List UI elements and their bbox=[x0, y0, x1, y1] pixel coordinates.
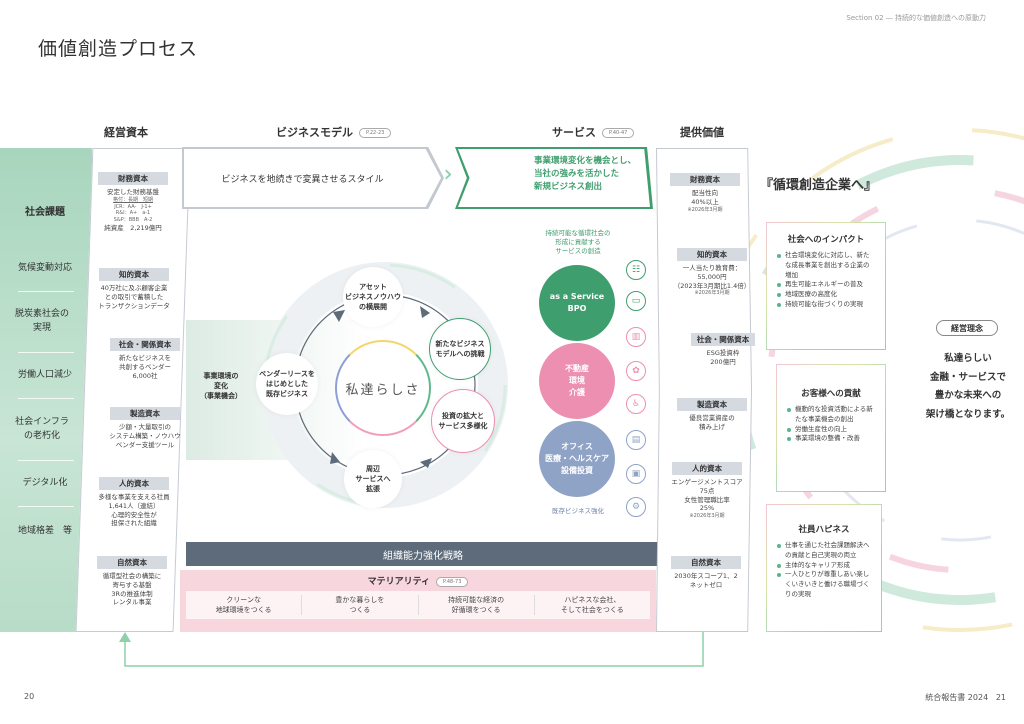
page-ref-badge[interactable]: P.22-23 bbox=[359, 128, 392, 138]
strategy-bar: 組織能力強化戦略 bbox=[186, 542, 660, 566]
medical-chart-icon: ▣ bbox=[626, 464, 646, 484]
page-ref-badge[interactable]: P.48-73 bbox=[436, 576, 469, 587]
value-column-fill bbox=[657, 149, 751, 631]
issue-item: 脱炭素社会の実現 bbox=[14, 309, 69, 333]
page-number-left: 20 bbox=[24, 692, 35, 701]
service-footer: 既存ビジネス強化 bbox=[552, 507, 604, 515]
hands-plant-icon: ✿ bbox=[626, 361, 646, 381]
capital-header: 経営資本 bbox=[104, 126, 148, 139]
divider bbox=[18, 398, 74, 399]
capital-label: 自然資本 bbox=[97, 556, 167, 569]
team-icon: ☷ bbox=[626, 260, 646, 280]
capital-intellectual: 知的資本 40万社に及ぶ顧客企業との取引で蓄積したトランザクションデータ bbox=[86, 268, 182, 310]
value-label: 社会・関係資本 bbox=[691, 333, 755, 346]
service-intro: 持続可能な循環社会の形成に貢献するサービスの創造 bbox=[545, 229, 611, 256]
materiality-title: マテリアリティ bbox=[367, 577, 431, 587]
capital-label: 人的資本 bbox=[99, 477, 169, 490]
value-header: 提供価値 bbox=[680, 126, 724, 139]
node-asset-expansion: アセットビジネスノウハウの横展開 bbox=[343, 267, 403, 327]
materiality-item: 豊かな暮らしをつくる bbox=[302, 595, 419, 616]
philosophy-text: 私達らしい金融・サービスで豊かな未来への架け橋となります。 bbox=[925, 353, 1011, 420]
value-intellectual: 知的資本一人当たり教育費：55,000円（2023年3月期比1.4倍）※2026… bbox=[672, 248, 752, 297]
center-circle: 私達らしさ bbox=[335, 340, 431, 436]
value-label: 知的資本 bbox=[677, 248, 747, 261]
value-text: 優良営業資産の積み上げ bbox=[689, 414, 735, 431]
value-label: 自然資本 bbox=[671, 556, 741, 569]
node-existing: ベンダーリースをはじめとした既存ビジネス bbox=[256, 353, 318, 415]
robot-arm-icon: ⚙ bbox=[626, 497, 646, 517]
node-investment: 投資の拡大とサービス多様化 bbox=[431, 389, 495, 453]
materiality-item: 持続可能な経済の好循環をつくる bbox=[419, 595, 535, 616]
value-manufactured: 製造資本優良営業資産の積み上げ bbox=[672, 398, 752, 432]
issue-item: 気候変動対応 bbox=[17, 263, 72, 273]
wheelchair-icon: ♿ bbox=[626, 394, 646, 414]
customer-title: お客様への貢献 bbox=[801, 389, 861, 399]
service-circle-office: オフィス医療・ヘルスケア設備投資 bbox=[539, 421, 615, 497]
capital-label: 社会・関係資本 bbox=[110, 338, 180, 351]
impact-box: 社会へのインパクト社会環境変化に対応し、新たな成長事業を創出する企業の増加再生可… bbox=[766, 222, 886, 350]
feedback-loop-arrow bbox=[119, 632, 704, 667]
page-ref-badge[interactable]: P.40-47 bbox=[602, 128, 635, 138]
employee-box: 社員ハピネス仕事を通じた社会課題解決への貢献と自己実現の両立主体的なキャリア形成… bbox=[766, 504, 882, 632]
issues-heading: 社会課題 bbox=[25, 207, 65, 218]
capital-text: 安定した財務基盤 格付：長期 短期 JCR：AA- J-1+R&I：A+ a-1… bbox=[104, 188, 162, 232]
node-new-business: 新たなビジネスモデルへの挑戦 bbox=[429, 318, 491, 380]
section-label: Section 02 ― 持続的な価値創造への原動力 bbox=[846, 14, 986, 22]
divider bbox=[18, 291, 74, 292]
service-circle-realestate: 不動産環境介護 bbox=[539, 343, 615, 419]
node-peripheral: 周辺サービスへ拡張 bbox=[344, 450, 402, 508]
capital-label: 財務資本 bbox=[98, 172, 168, 185]
footer-right: 統合報告書 2024 21 bbox=[925, 693, 1006, 702]
customer-box: お客様への貢献機動的な投資活動による新たな事業機会の創出労働生産性の向上事業環境… bbox=[776, 364, 886, 492]
issue-item: 地域格差 等 bbox=[17, 526, 72, 536]
business-model-arrow-text: ビジネスを地続きで変異させるスタイル bbox=[184, 149, 441, 207]
impact-title: 社会へのインパクト bbox=[787, 235, 865, 245]
capital-text: 少額・大量取引のシステム構築・ノウハウベンダー支援ツール bbox=[109, 423, 181, 449]
materiality-item: クリーンな地球環境をつくる bbox=[186, 595, 303, 616]
capital-manufactured: 製造資本 少額・大量取引のシステム構築・ノウハウベンダー支援ツール bbox=[100, 407, 190, 449]
capital-label: 製造資本 bbox=[110, 407, 180, 420]
issue-item: 労働人口減少 bbox=[17, 370, 72, 380]
vision-title: 『循環創造企業へ』 bbox=[760, 178, 878, 193]
change-label: 事業環境の変化（事業機会） bbox=[200, 372, 242, 400]
materiality-item: ハピネスな会社、そして社会をつくる bbox=[561, 596, 624, 615]
value-label: 製造資本 bbox=[677, 398, 747, 411]
issue-item: デジタル化 bbox=[22, 478, 68, 488]
capital-label: 知的資本 bbox=[99, 268, 169, 281]
office-icon: ▤ bbox=[626, 430, 646, 450]
philosophy-label: 経営理念 bbox=[936, 320, 998, 336]
value-label: 財務資本 bbox=[670, 173, 740, 186]
page-title: 価値創造プロセス bbox=[38, 38, 199, 60]
monitor-icon: ▭ bbox=[626, 291, 646, 311]
service-arrow-text: 事業環境変化を機会とし、当社の強みを活かした新規ビジネス創出 bbox=[458, 149, 650, 207]
divider bbox=[18, 506, 74, 507]
value-label: 人的資本 bbox=[672, 462, 742, 475]
divider bbox=[18, 460, 74, 461]
divider bbox=[18, 352, 74, 353]
issue-item: 社会インフラの老朽化 bbox=[15, 417, 69, 441]
value-text: 一人当たり教育費：55,000円（2023年3月期比1.4倍）※2026年3月期 bbox=[673, 264, 751, 297]
employee-title: 社員ハピネス bbox=[798, 525, 850, 535]
building-icon: ▥ bbox=[626, 327, 646, 347]
capital-financial: 財務資本 安定した財務基盤 格付：長期 短期 JCR：AA- J-1+R&I：A… bbox=[86, 172, 180, 233]
capital-text: 40万社に及ぶ顧客企業との取引で蓄積したトランザクションデータ bbox=[98, 284, 170, 310]
